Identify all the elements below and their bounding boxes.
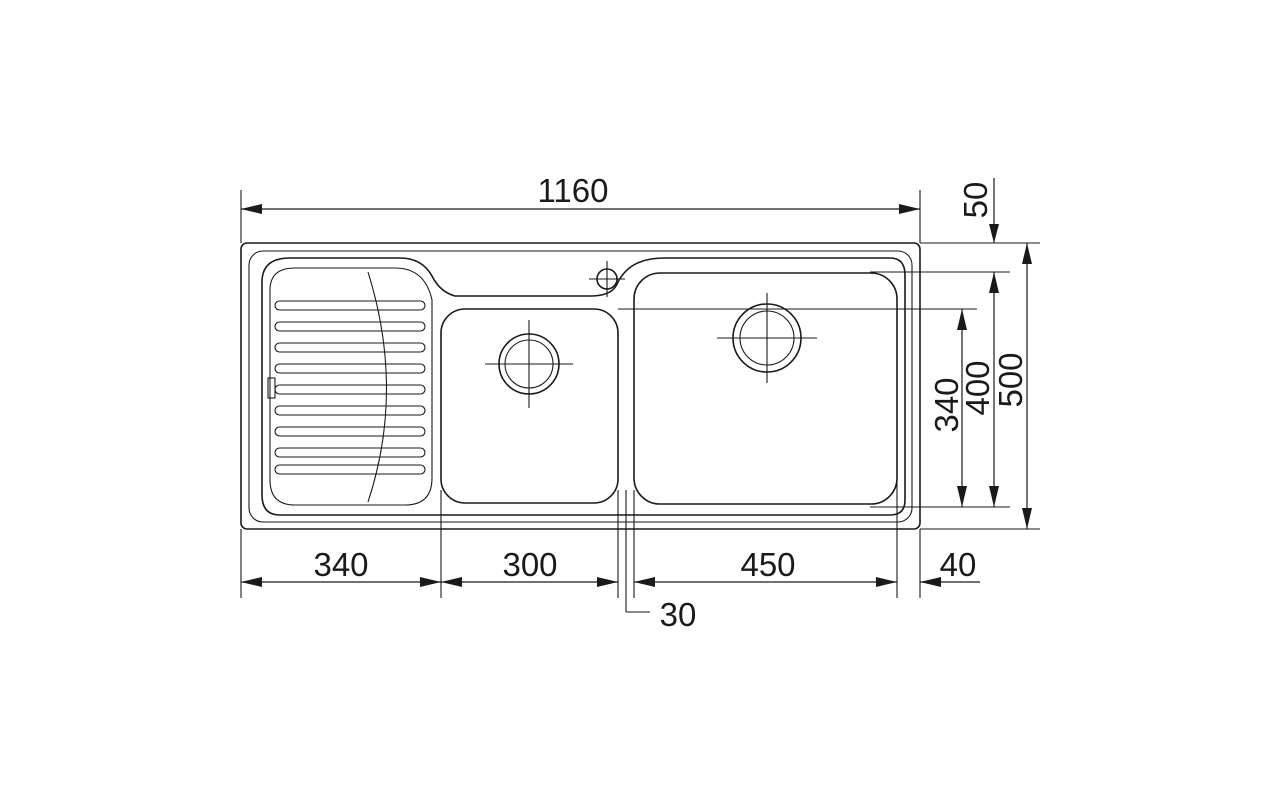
dim-bowl-gap: 30	[626, 596, 696, 633]
label-drainer-width: 340	[313, 546, 368, 583]
dim-overall-depth: 500	[920, 243, 1040, 530]
sink-outline	[240, 242, 921, 530]
dim-drainer-width: 340	[241, 546, 441, 587]
large-bowl	[633, 272, 898, 505]
dim-overall-width: 1160	[240, 172, 921, 243]
small-bowl	[440, 308, 619, 504]
drainer-ribs	[274, 300, 426, 475]
label-small-bowl-width: 300	[502, 546, 557, 583]
dim-right-margin: 40	[920, 546, 980, 587]
dim-bowl-depth: 340	[618, 308, 977, 508]
label-large-bowl-width: 450	[740, 546, 795, 583]
bottom-extension-lines	[240, 480, 921, 612]
dim-inner-depth: 400	[870, 271, 1010, 508]
label-top-offset: 50	[957, 182, 994, 219]
label-right-margin: 40	[940, 546, 977, 583]
drainer-board	[261, 257, 906, 516]
label-inner-depth: 400	[959, 360, 996, 415]
tap-hole	[589, 261, 625, 297]
dim-large-bowl-width: 450	[634, 546, 897, 587]
dim-top-offset: 50	[920, 178, 1040, 244]
label-bowl-depth: 340	[928, 377, 965, 432]
overflow-slot	[267, 377, 276, 399]
label-bowl-gap: 30	[660, 596, 697, 633]
label-overall-width: 1160	[538, 172, 609, 209]
label-overall-depth: 500	[992, 352, 1029, 407]
dim-small-bowl-width: 300	[441, 546, 618, 587]
